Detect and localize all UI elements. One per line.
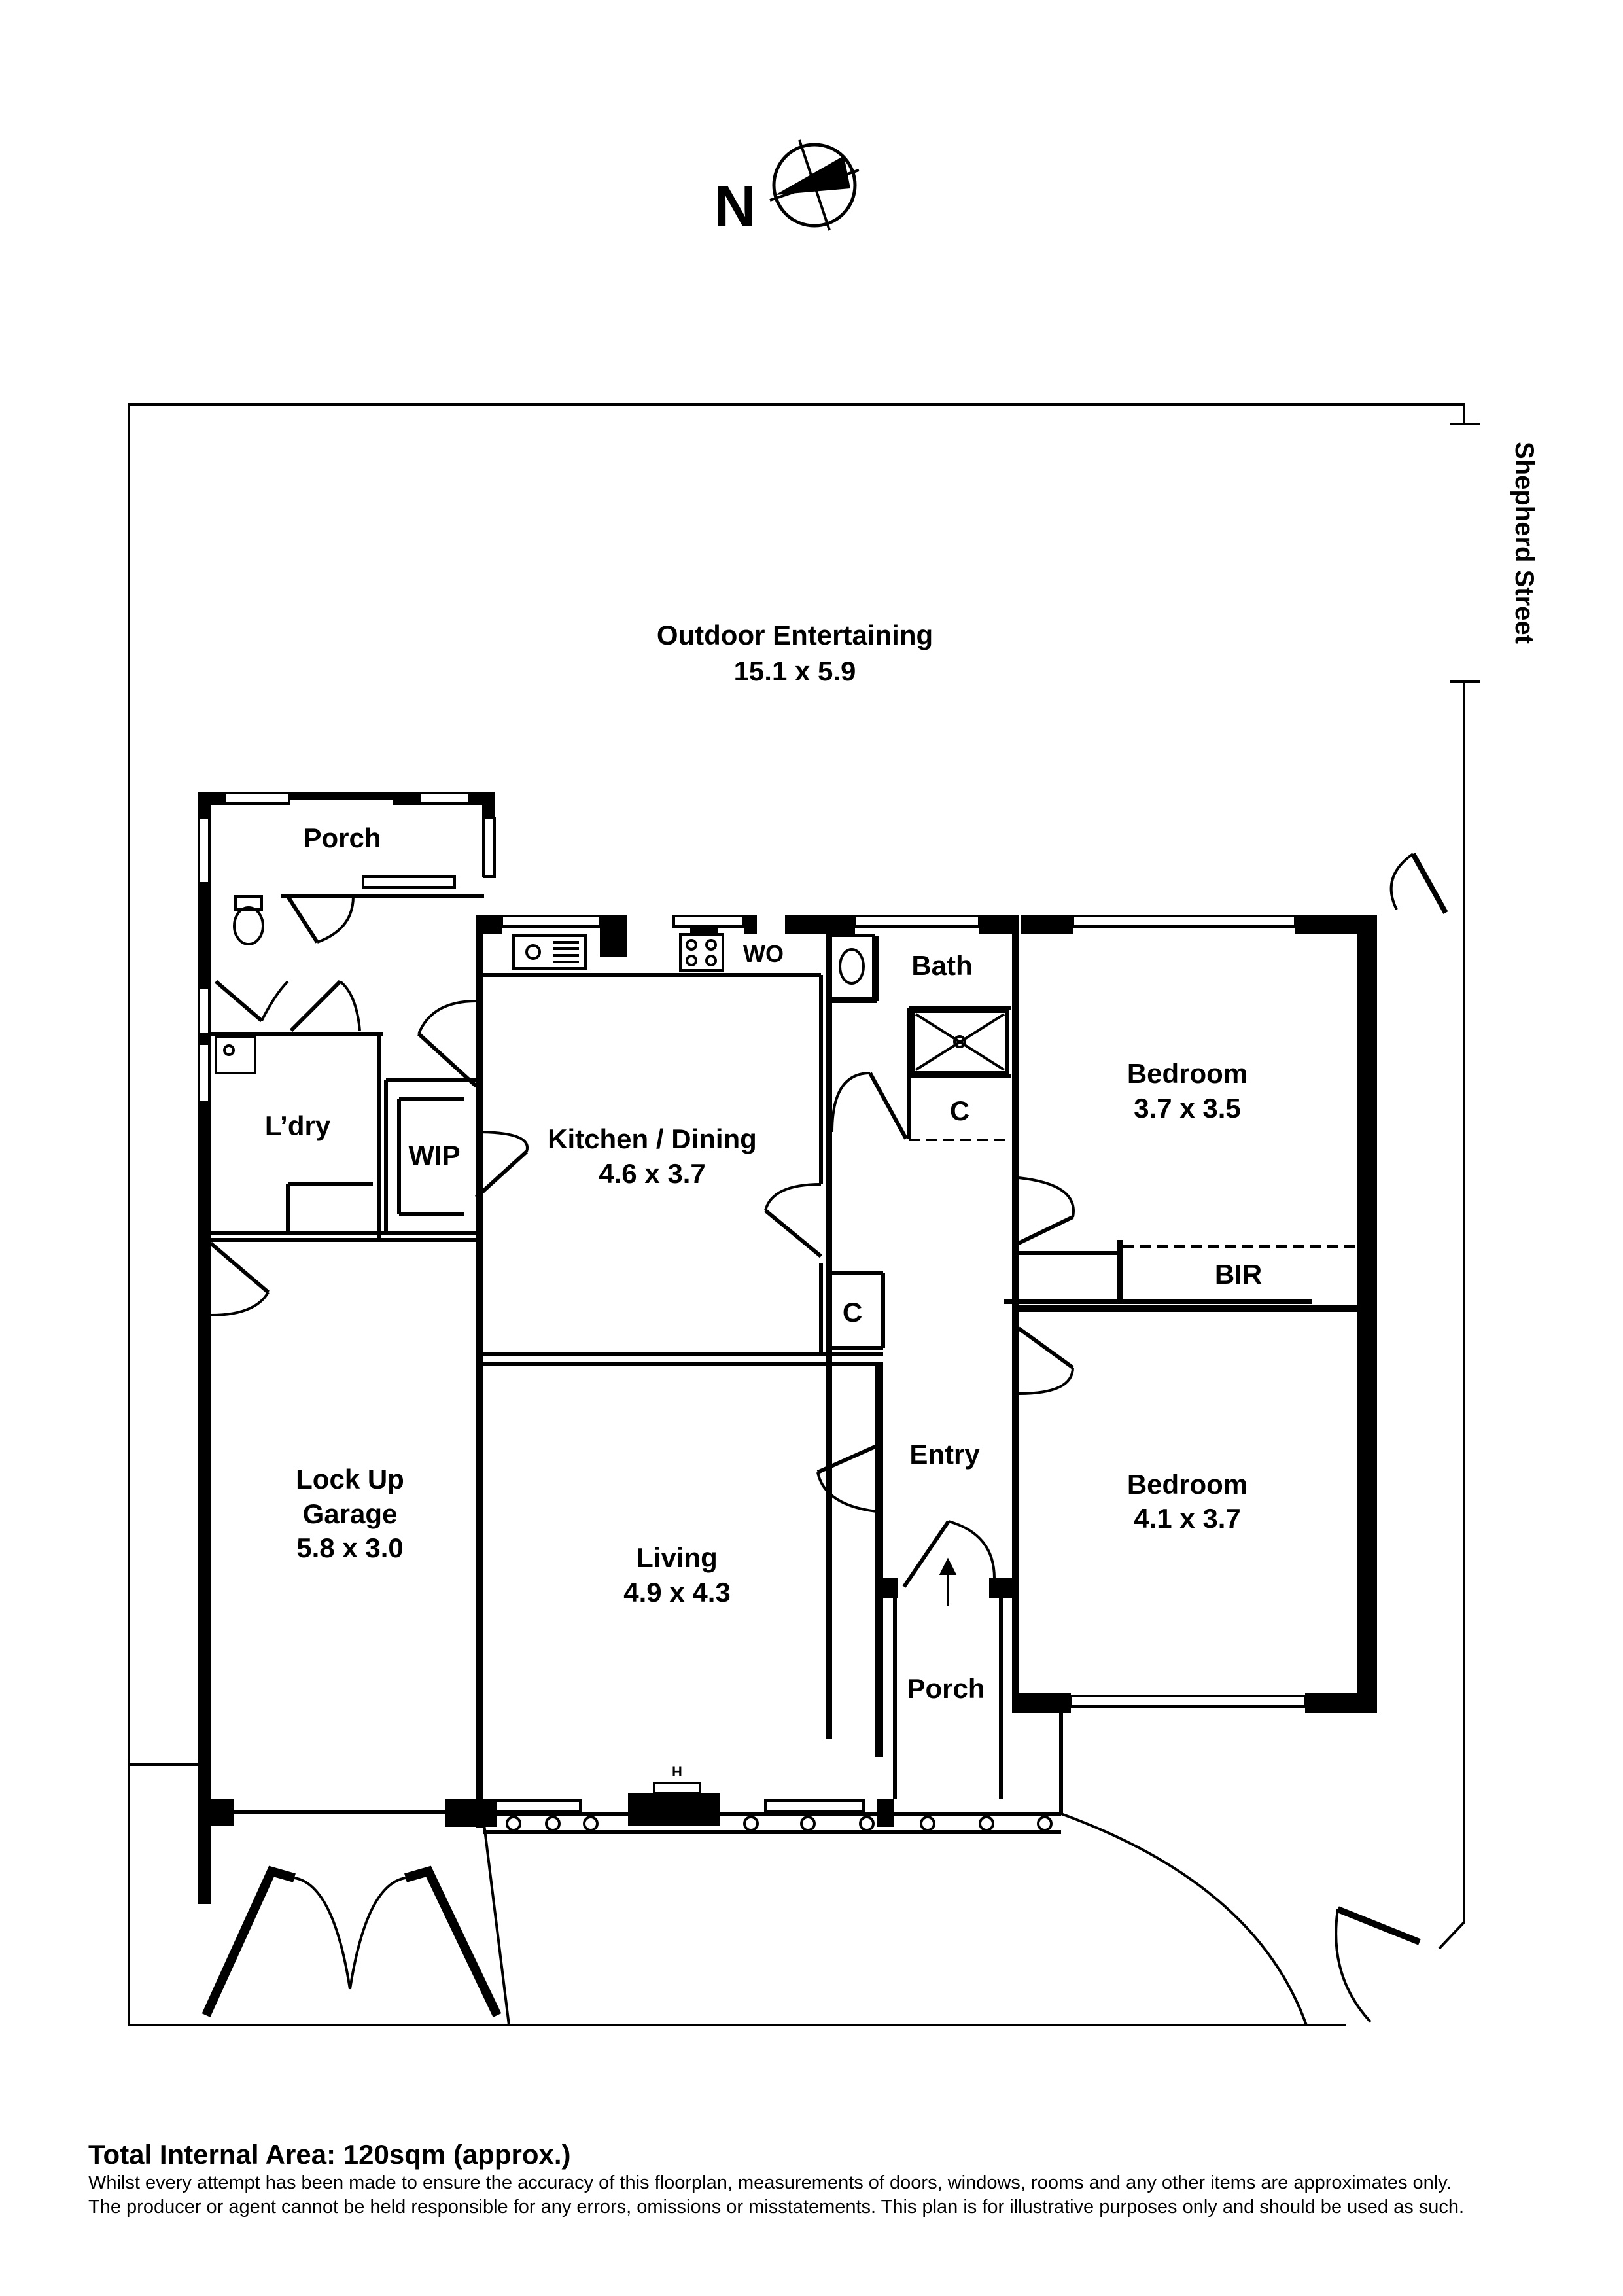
disclaimer-line-2: The producer or agent cannot be held res… <box>88 2197 1465 2217</box>
cupboard-bath-name: C <box>950 1095 969 1126</box>
driveway-gates <box>201 1865 502 2018</box>
bath-basin-icon <box>829 934 875 999</box>
thin-walls <box>211 894 1119 1834</box>
living-dims: 4.9 x 4.3 <box>623 1577 730 1608</box>
windows <box>198 792 1306 1812</box>
shower-icon <box>911 1009 1009 1075</box>
bedroom1-dims: 3.7 x 3.5 <box>1134 1093 1240 1123</box>
bedroom2-dims: 4.1 x 3.7 <box>1134 1503 1240 1534</box>
walls <box>198 792 1377 1904</box>
compass-arrow <box>775 156 850 195</box>
doors <box>209 853 1448 2023</box>
north-label: N <box>714 173 756 238</box>
garage-name-line2: Garage <box>303 1498 398 1529</box>
bir-name: BIR <box>1215 1259 1262 1290</box>
kitchen-dims: 4.6 x 3.7 <box>599 1158 705 1189</box>
cupboard-hall-name: C <box>843 1297 862 1328</box>
garage-name-line1: Lock Up <box>296 1464 404 1494</box>
room-labels: Outdoor Entertaining 15.1 x 5.9 Porch L’… <box>265 620 1262 1780</box>
porch-rear-name: Porch <box>303 822 381 853</box>
outdoor-dims: 15.1 x 5.9 <box>734 656 856 686</box>
toilet-icon <box>233 906 264 945</box>
bedroom2-name: Bedroom <box>1127 1469 1248 1500</box>
living-name: Living <box>637 1542 718 1573</box>
garage-dims: 5.8 x 3.0 <box>296 1532 403 1563</box>
dashed-lines <box>882 1139 1357 1348</box>
heater-icon <box>653 1782 701 1794</box>
compass-circle <box>772 143 857 228</box>
kitchen-sink-icon <box>512 934 587 970</box>
front-posts <box>506 1816 1053 1831</box>
disclaimer-line-1: Whilst every attempt has been made to en… <box>88 2172 1452 2193</box>
bedroom1-name: Bedroom <box>1127 1058 1248 1089</box>
laundry-trough-icon <box>215 1036 256 1074</box>
kitchen-name: Kitchen / Dining <box>548 1123 757 1154</box>
fixtures <box>215 895 1009 1794</box>
porch-front-name: Porch <box>907 1673 985 1704</box>
outdoor-name: Outdoor Entertaining <box>657 620 933 650</box>
total-area: Total Internal Area: 120sqm (approx.) <box>88 2139 571 2170</box>
site-boundary <box>128 403 1480 2026</box>
cooktop-icon <box>679 933 724 972</box>
footer: Total Internal Area: 120sqm (approx.) Wh… <box>88 2138 1593 2219</box>
bath-name: Bath <box>911 950 972 981</box>
heater-label: H <box>672 1763 682 1780</box>
laundry-name: L’dry <box>265 1110 331 1141</box>
north-compass: N <box>714 139 860 238</box>
wo-name: WO <box>743 940 784 967</box>
street-label: Shepherd Street <box>1510 442 1539 644</box>
entry-name: Entry <box>909 1439 980 1470</box>
wip-name: WIP <box>408 1140 460 1171</box>
